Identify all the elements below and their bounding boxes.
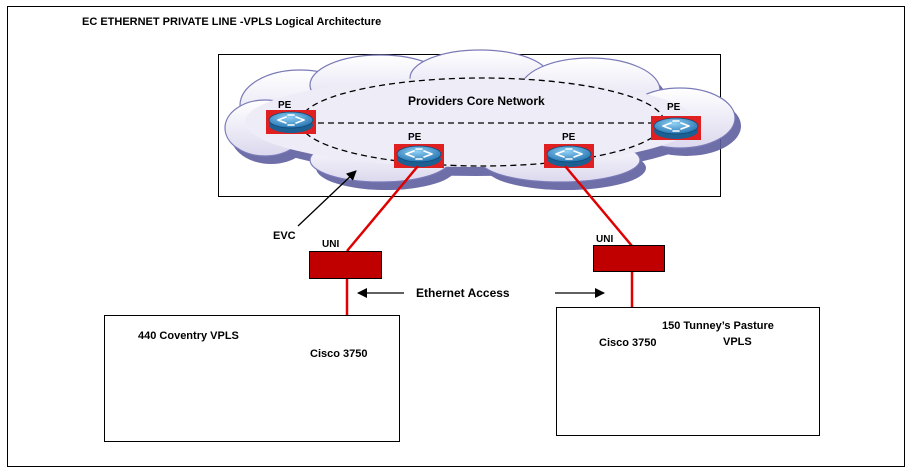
router-icon [394,144,444,168]
router-pe-center-left: PE [394,132,444,168]
pe-label: PE [667,102,681,113]
site-right-name-line1: 150 Tunney’s Pasture [662,320,774,332]
evc-arrow [297,170,357,227]
router-icon [544,144,594,168]
router-icon [266,110,316,134]
router-pe-center-right: PE [544,132,594,168]
site-box-right [556,307,820,436]
site-left-device: Cisco 3750 [310,348,367,360]
uni-box-right [593,245,665,272]
uni-box-left [309,251,382,279]
router-pe-right: PE [651,102,701,140]
diagram-title: EC ETHERNET PRIVATE LINE -VPLS Logical A… [82,16,381,28]
core-network-label: Providers Core Network [408,94,545,108]
access-link-left-upper [346,165,419,252]
site-box-left [104,315,400,442]
site-right-device: Cisco 3750 [599,337,656,349]
router-pe-left: PE [266,100,316,134]
pe-label: PE [278,100,292,111]
pe-label: PE [408,132,422,143]
site-left-name: 440 Coventry VPLS [138,330,239,342]
uni-label-right: UNI [596,234,613,245]
ethernet-access-label: Ethernet Access [416,286,510,300]
evc-label: EVC [273,230,296,242]
pe-label: PE [562,132,576,143]
router-icon [651,116,701,140]
site-right-name-line2: VPLS [723,336,752,348]
access-link-right-upper [564,165,633,247]
uni-label-left: UNI [322,239,339,250]
